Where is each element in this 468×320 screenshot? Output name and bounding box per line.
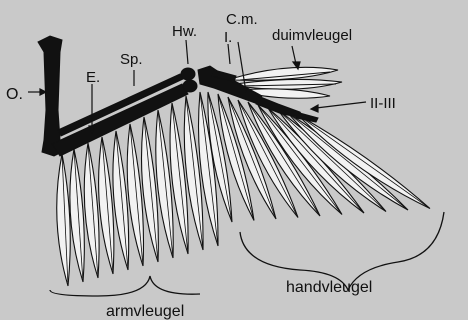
humerus-bone [38,36,66,156]
hand-wing-label: handvleugel [286,279,372,296]
wrist-bone-lower [183,80,197,92]
carpometacarpus-label: C.m. [226,11,258,28]
ulna-bone [52,84,188,156]
radius-label: Sp. [120,51,143,68]
ulna-label: E. [86,69,100,86]
arm-wing-label: armvleugel [106,303,184,320]
alula-label: duimvleugel [272,27,352,44]
arm-wing-brace [50,276,200,296]
digit-1-label: I. [224,29,232,46]
wrist-bone-upper [181,68,195,80]
humerus-label: O. [6,86,23,103]
digits-2-3-label: II-III [370,95,396,112]
wrist-label: Hw. [172,23,197,40]
primary-feathers [208,92,430,222]
secondary-feather [57,154,71,286]
secondary-feather [70,149,84,282]
